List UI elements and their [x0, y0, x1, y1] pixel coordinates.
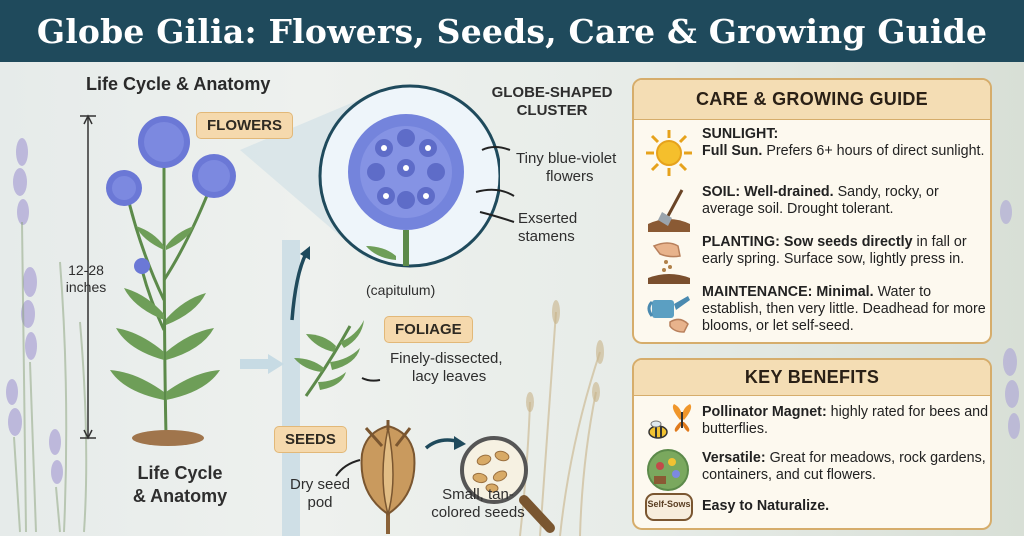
soil-shovel-icon [648, 189, 690, 232]
left-grass [13, 221, 88, 533]
planting-strong: Sow seeds directly [783, 234, 913, 250]
naturalize-strong: Easy to Naturalize. [702, 498, 830, 514]
care-panel: CARE & GROWING GUIDE SUNLIGHT: Full Sun.… [632, 78, 992, 344]
care-item-maintenance-text: MAINTENANCE: Minimal. Water to establish… [702, 284, 994, 335]
middle-grass-seedheads [526, 300, 604, 412]
magnified-flower [348, 114, 464, 266]
hand-sowing-icon [648, 242, 690, 284]
height-measure-line [80, 114, 96, 440]
care-item-soil: SOIL: Well-drained. Sandy, rocky, or ave… [644, 184, 992, 244]
sunlight-strong: Full Sun. [702, 143, 763, 160]
care-item-sunlight-text: SUNLIGHT: Full Sun. Prefers 6+ hours of … [702, 126, 994, 160]
stamens-pointer-arrow [479, 211, 515, 223]
foliage-label: Finely-dissected, lacy leaves [390, 350, 503, 386]
planting-detail: in fall or early spring. Surface sow, li… [702, 234, 967, 268]
care-item-planting: PLANTING: Sow seeds directly in fall or … [644, 234, 992, 294]
globe-cluster-line2: CLUSTER [516, 102, 588, 119]
height-label: 12-28 inches [62, 262, 110, 296]
tiny-flowers-pointer-arrow [475, 188, 515, 197]
bee-butterfly-icon [648, 404, 692, 439]
care-item-planting-text: PLANTING: Sow seeds directly in fall or … [702, 234, 994, 268]
foliage-leaf-illustration [294, 320, 364, 397]
seeds-line2: colored seeds [431, 504, 525, 521]
stamens-line2: stamens [518, 228, 575, 245]
pollinator-strong: Pollinator Magnet: [702, 404, 827, 420]
benefit-naturalize-text: Easy to Naturalize. [702, 498, 994, 515]
versatile-detail: Great for meadows, rock gardens, contain… [702, 450, 986, 484]
maintenance-strong: Minimal. [816, 284, 874, 300]
anatomy-heading-bottom-line1: Life Cycle [137, 463, 223, 483]
soil-label: SOIL: [702, 184, 741, 200]
watering-can-icon [647, 296, 690, 333]
sunlight-detail: Prefers 6+ hours of direct sunlight. [762, 143, 985, 160]
benefit-versatile-text: Versatile: Great for meadows, rock garde… [702, 450, 994, 484]
foliage-tag: FOLIAGE [384, 316, 473, 343]
benefits-panel-heading: KEY BENEFITS [634, 360, 990, 396]
anatomy-heading-bottom-line2: & Anatomy [132, 485, 228, 506]
sun-icon [646, 130, 692, 176]
seed-pod-line2: pod [307, 494, 333, 511]
title-banner: Globe Gilia: Flowers, Seeds, Care & Grow… [0, 0, 1024, 62]
foliage-line2: lacy leaves [412, 368, 487, 385]
care-item-soil-text: SOIL: Well-drained. Sandy, rocky, or ave… [702, 184, 994, 218]
foliage-line1: Finely-dissected, [390, 350, 503, 367]
stamens-label: Exserted stamens [518, 210, 577, 246]
badge-shape [645, 493, 693, 521]
care-item-maintenance: MAINTENANCE: Minimal. Water to establish… [644, 284, 992, 344]
seed-pod-line1: Dry seed [289, 476, 351, 493]
tiny-flowers-line1: Tiny blue-violet [516, 150, 617, 167]
seeds-label: Small, tan- colored seeds [428, 486, 528, 522]
globe-cluster-line1: GLOBE-SHAPED [491, 84, 613, 101]
right-lavender [1000, 200, 1020, 439]
connector-arrows [240, 146, 515, 536]
maintenance-label: MAINTENANCE: [702, 284, 813, 300]
stamens-line1: Exserted [518, 210, 578, 227]
pollinator-detail: highly rated for bees and butterflies. [702, 404, 989, 438]
left-lavender [6, 138, 63, 484]
maintenance-detail: Water to establish, then very little. De… [702, 284, 986, 335]
soil-strong: Well-drained. [744, 184, 834, 200]
background-meadow [6, 138, 1020, 536]
seeds-tag: SEEDS [274, 426, 347, 453]
capitulum-label: (capitulum) [366, 282, 436, 298]
benefits-panel: KEY BENEFITS Pollinator Magnet: highly r… [632, 358, 992, 530]
versatile-strong: Versatile: [702, 450, 766, 466]
self-sows-badge-icon: Self-Sows [644, 492, 694, 536]
height-unit: inches [65, 278, 107, 295]
globe-cluster-label: GLOBE-SHAPED CLUSTER [488, 84, 616, 120]
sunlight-label: SUNLIGHT: [702, 126, 779, 142]
care-panel-heading: CARE & GROWING GUIDE [634, 80, 990, 120]
seed-pod-icon [360, 420, 416, 534]
tiny-flowers-line2: flowers [546, 168, 594, 185]
care-item-sunlight: SUNLIGHT: Full Sun. Prefers 6+ hours of … [644, 126, 992, 186]
anatomy-heading-bottom: Life Cycle & Anatomy [128, 462, 232, 507]
seed-pod-label: Dry seed pod [288, 476, 352, 512]
seeds-line1: Small, tan- [442, 486, 514, 503]
magnifying-glass-seeds-icon [460, 436, 555, 533]
anatomy-heading-top: Life Cycle & Anatomy [86, 74, 271, 94]
height-value: 12-28 [68, 262, 104, 278]
self-sows-badge-text: Self-Sows [647, 499, 691, 509]
globe-gilia-plant-illustration [80, 114, 236, 446]
benefit-pollinator-text: Pollinator Magnet: highly rated for bees… [702, 404, 994, 438]
garden-icon [647, 449, 689, 491]
tiny-flowers-label: Tiny blue-violet flowers [516, 150, 616, 186]
flower-heads [106, 116, 236, 274]
soil-detail: Sandy, rocky, or average soil. Drought t… [702, 184, 939, 218]
cluster-pointer-arrow [481, 146, 511, 151]
flowers-tag: FLOWERS [196, 112, 293, 139]
page-title: Globe Gilia: Flowers, Seeds, Care & Grow… [36, 11, 988, 51]
planting-label: PLANTING: [702, 234, 780, 250]
